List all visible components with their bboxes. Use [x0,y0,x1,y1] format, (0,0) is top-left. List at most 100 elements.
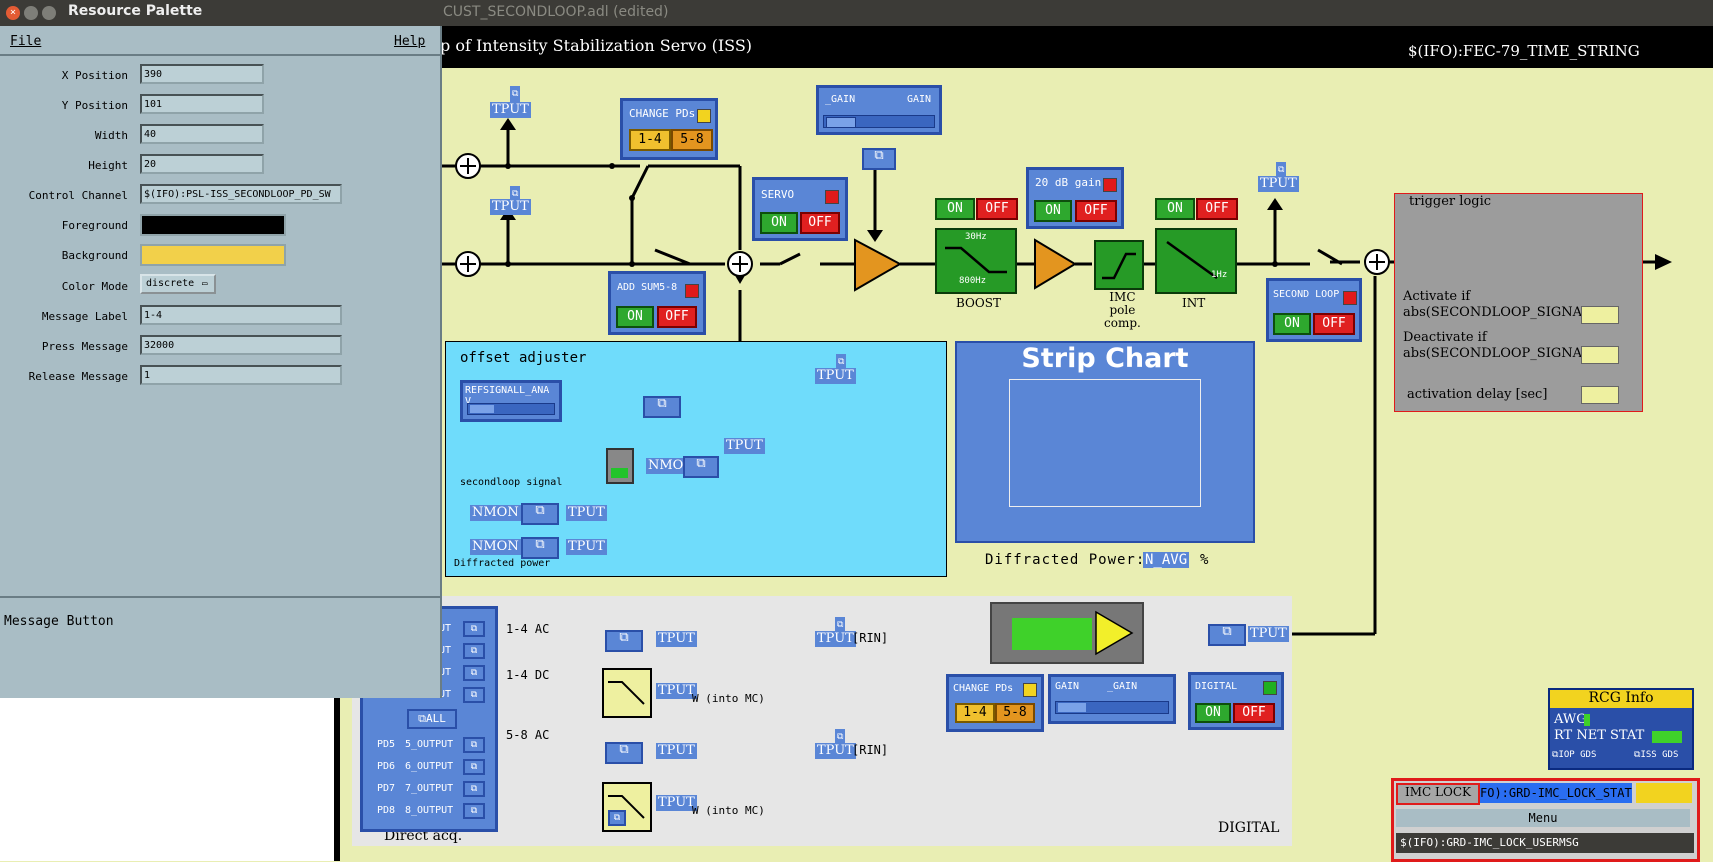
iop-gds-button[interactable]: ⧉IOP GDS [1552,750,1597,760]
pds-5-8-button[interactable]: 5-8 [995,703,1035,723]
pd-row-label: UT [439,623,452,634]
minimize-icon[interactable] [24,6,38,20]
add-sum-off-button[interactable]: OFF [657,306,697,328]
slider-thumb[interactable] [470,405,494,413]
pds-1-4-button[interactable]: 1-4 [629,129,671,151]
all-button[interactable]: ⧉ALL [407,709,457,729]
related-display-button[interactable]: ⧉ [463,759,485,775]
imc-lock-button[interactable]: IMC LOCK [1396,783,1480,805]
gain-20db-off-button[interactable]: OFF [1075,200,1117,222]
x-position-field[interactable]: 390 [140,64,264,84]
y-position-label: Y Position [61,99,128,112]
width-field[interactable]: 40 [140,124,264,144]
add-sum-on-button[interactable]: ON [616,306,654,328]
divider [334,698,340,861]
tput-toggle-small[interactable]: ⧉ [835,729,846,745]
tput-toggle-small[interactable]: ⧉ [510,86,521,102]
maximize-icon[interactable] [42,6,56,20]
related-display-button[interactable]: ⧉ [463,621,485,637]
add-sum-panel: ADD SUM5-8 ON OFF [608,271,706,335]
delay-field[interactable] [1581,386,1619,404]
refsignal-slider-panel: REFSIGNALL_ANA V [460,380,562,422]
tput-toggle-small[interactable]: ⧉ [510,186,521,202]
related-display-button[interactable]: ⧉ [862,148,896,170]
related-display-button[interactable]: ⧉ [521,537,559,559]
servo-off-button[interactable]: OFF [800,212,840,234]
offset-title: offset adjuster [460,350,587,366]
digital-off-button[interactable]: OFF [1233,703,1275,723]
second-loop-on-button[interactable]: ON [1273,313,1311,335]
digital-gain-slider[interactable] [1055,701,1169,714]
release-message-field[interactable]: 1 [140,365,342,385]
boost-label: BOOST [956,296,1001,310]
servo-on-button[interactable]: ON [760,212,798,234]
status-indicator [1263,681,1277,695]
slider-thumb[interactable] [826,117,856,128]
int-off-button[interactable]: OFF [1196,198,1238,220]
gain-slider[interactable] [823,115,935,128]
related-display-button[interactable]: ⧉ [605,742,643,764]
imc-lock-panel: IMC LOCK FO):GRD-IMC_LOCK_STAT Menu $(IF… [1391,778,1700,862]
tput-label: TPUT [724,438,765,454]
height-label: Height [88,159,128,172]
slider-thumb[interactable] [1058,703,1086,712]
digital-on-button[interactable]: ON [1195,703,1231,723]
close-icon[interactable]: × [6,6,20,20]
tput-toggle-small[interactable]: ⧉ [836,354,847,370]
pds-5-8-button[interactable]: 5-8 [671,129,713,151]
foreground-color-swatch[interactable] [140,214,286,236]
related-display-button[interactable]: ⧉ [643,396,681,418]
related-display-button[interactable]: ⧉ [463,687,485,703]
help-menu[interactable]: Help [394,34,426,49]
related-display-button[interactable]: ⧉ [1208,624,1246,646]
related-display-button[interactable]: ⧉ [463,665,485,681]
iss-gds-button[interactable]: ⧉ISS GDS [1634,750,1679,760]
int-response-icon [1166,240,1218,280]
x-position-label: X Position [61,69,128,82]
related-display-button[interactable]: ⧉ [463,737,485,753]
related-display-button[interactable]: ⧉ [608,810,626,826]
pds-1-4-button[interactable]: 1-4 [955,703,995,723]
y-position-field[interactable]: 101 [140,94,264,114]
related-display-button[interactable]: ⧉ [463,803,485,819]
related-display-button[interactable]: ⧉ [605,630,643,652]
second-loop-off-button[interactable]: OFF [1313,313,1355,335]
diffracted-power-unit: % [1200,552,1209,568]
imc-menu-select[interactable]: Menu [1396,809,1690,827]
refsignal-slider[interactable] [467,403,555,415]
change-pds-label: CHANGE PDs [629,107,696,120]
add-sum-label: ADD SUM5-8 [617,282,678,293]
imc-lock-state: FO):GRD-IMC_LOCK_STAT [1480,783,1632,803]
related-display-button[interactable]: ⧉ [463,781,485,797]
related-display-button[interactable]: ⧉ [521,503,559,525]
message-label-label: Message Label [41,310,128,323]
related-display-button[interactable]: ⧉ [463,643,485,659]
related-display-button[interactable]: ⧉ [683,456,719,478]
control-channel-field[interactable]: $(IFO):PSL-ISS_SECONDLOOP_PD_SW [140,184,342,204]
deactivate-threshold-field[interactable] [1581,346,1619,364]
control-channel-label: Control Channel [28,189,128,202]
color-mode-select[interactable]: discrete ▭ [140,274,216,294]
pd-row-label: UT [439,667,452,678]
message-label-field[interactable]: 1-4 [140,305,342,325]
imc-usermsg: $(IFO):GRD-IMC_LOCK_USERMSG [1396,833,1694,853]
press-message-field[interactable]: 32000 [140,335,342,355]
meter-fill [611,468,628,478]
tput-toggle-small[interactable]: ⧉ [1276,162,1287,178]
tput-label: TPUT [815,743,856,759]
foreground-label: Foreground [61,219,128,232]
activate-threshold-field[interactable] [1581,306,1619,324]
int-on-button[interactable]: ON [1155,198,1195,220]
background-color-swatch[interactable] [140,244,286,266]
boost-on-button[interactable]: ON [935,198,975,220]
tput-toggle-small[interactable]: ⧉ [835,617,846,633]
boost-off-button[interactable]: OFF [976,198,1018,220]
tput-label: TPUT [815,631,856,647]
rcg-info-panel: RCG Info AWG RT NET STAT ⧉IOP GDS ⧉ISS G… [1548,688,1694,770]
file-menu[interactable]: File [10,34,42,49]
rt-net-label: RT NET STAT [1554,728,1645,743]
boost-lo-freq: 800Hz [959,276,987,286]
gain-20db-on-button[interactable]: ON [1034,200,1072,222]
height-field[interactable]: 20 [140,154,264,174]
strip-chart-plot[interactable] [1009,379,1201,507]
